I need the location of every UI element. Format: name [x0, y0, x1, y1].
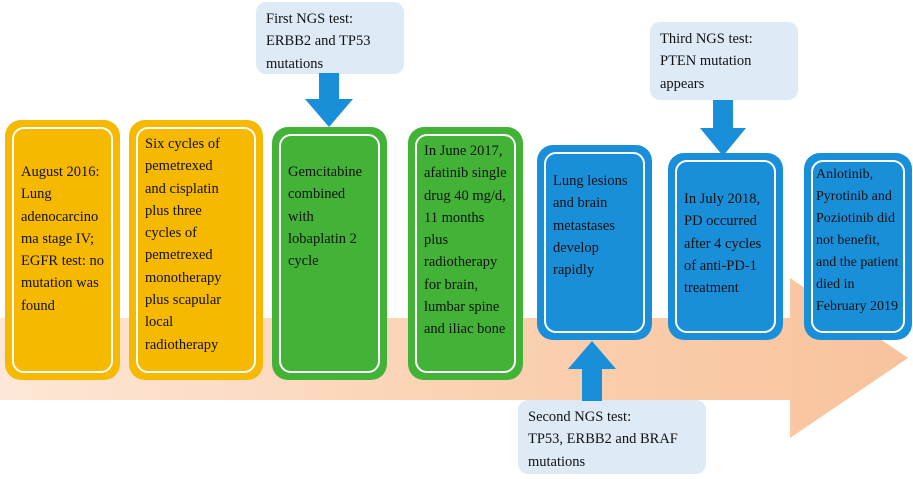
stage-box-afatinib: In June 2017, afatinib single drug 40 mg…: [408, 127, 523, 380]
third-ngs-down-arrow: [700, 100, 746, 156]
second-ngs-up-arrow: [568, 341, 616, 401]
stage-box-gemcitabine: Gemcitabine combined with lobaplatin 2 c…: [272, 127, 387, 380]
second-ngs-note: Second NGS test: TP53, ERBB2 and BRAF mu…: [518, 400, 706, 474]
stage-text-progression: Lung lesions and brain metastases develo…: [544, 152, 645, 333]
stage-text-afatinib: In June 2017, afatinib single drug 40 mg…: [415, 134, 516, 373]
stage-box-progression: Lung lesions and brain metastases develo…: [537, 145, 652, 340]
first-ngs-note: First NGS test: ERBB2 and TP53 mutations: [256, 2, 404, 74]
third-ngs-note: Third NGS test: PTEN mutation appears: [650, 22, 798, 100]
first-ngs-down-arrow: [305, 73, 353, 127]
stage-box-first-line-chemo: Six cycles of pemetrexed and cisplatin p…: [129, 120, 263, 380]
stage-text-first-line-chemo: Six cycles of pemetrexed and cisplatin p…: [136, 127, 256, 373]
stage-text-outcome: Anlotinib, Pyrotinib and Poziotinib did …: [811, 160, 905, 333]
stage-text-anti-pd1: In July 2018, PD occurred after 4 cycles…: [675, 160, 776, 333]
stage-text-diagnosis: August 2016: Lung adenocarcino ma stage …: [12, 127, 113, 373]
stage-box-anti-pd1: In July 2018, PD occurred after 4 cycles…: [668, 153, 783, 340]
stage-box-outcome: Anlotinib, Pyrotinib and Poziotinib did …: [804, 153, 912, 340]
stage-box-diagnosis: August 2016: Lung adenocarcino ma stage …: [5, 120, 120, 380]
stage-text-gemcitabine: Gemcitabine combined with lobaplatin 2 c…: [279, 134, 380, 373]
